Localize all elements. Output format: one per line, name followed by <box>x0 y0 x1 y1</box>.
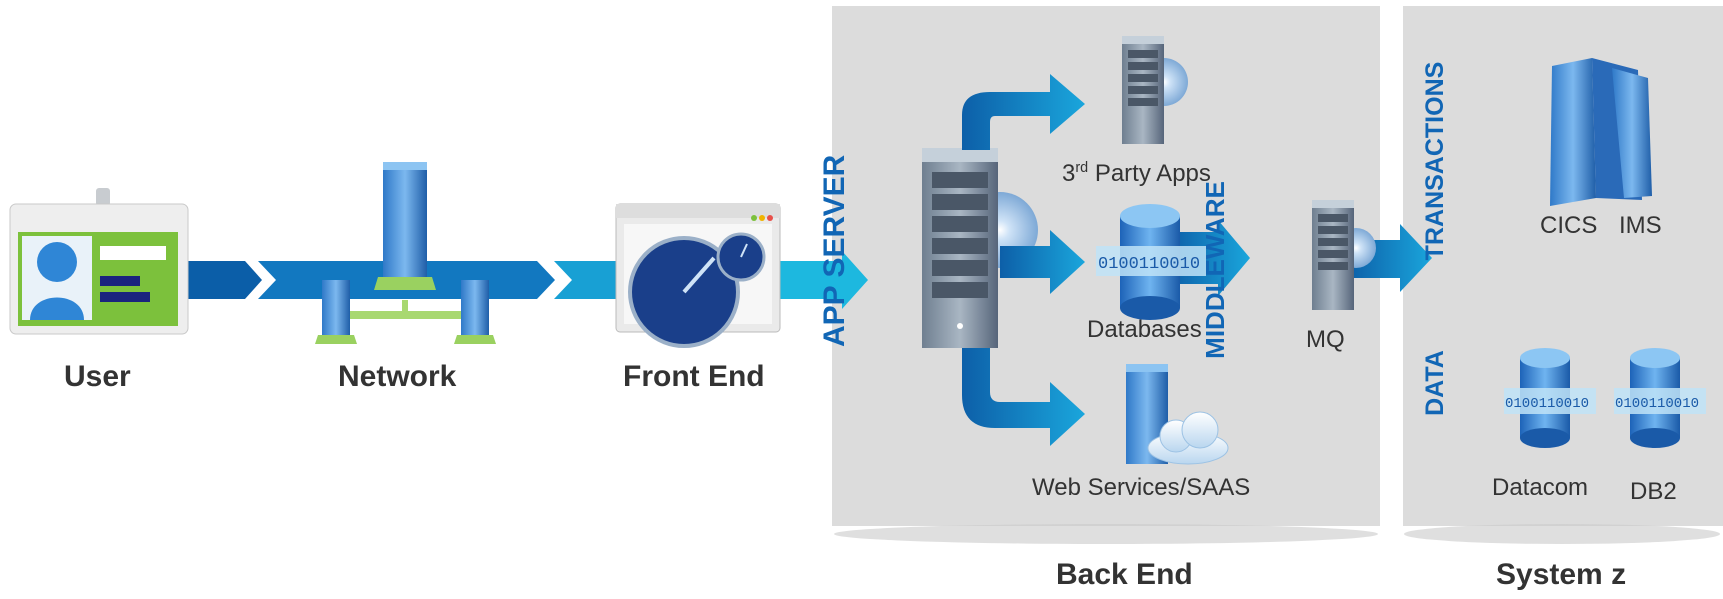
ims-label: IMS <box>1619 212 1662 239</box>
network-server-icon <box>315 162 496 344</box>
app-server-arrows <box>962 74 1432 446</box>
user-label: User <box>64 360 131 393</box>
system-z-label: System z <box>1496 558 1627 591</box>
databases-label: Databases <box>1087 316 1202 343</box>
mainframe-icon <box>1550 58 1652 206</box>
third-party-apps-label: 3rd Party Apps <box>1062 160 1211 187</box>
back-end-label: Back End <box>1056 558 1193 591</box>
mq-server-icon <box>1312 200 1376 310</box>
database-icon <box>1096 204 1206 320</box>
speedometer-window-icon <box>615 203 781 348</box>
data-label: DATA <box>1421 350 1449 416</box>
datacom-binary-label: 0100110010 <box>1505 396 1589 412</box>
third-party-server-icon <box>1122 36 1188 144</box>
db2-database-icon <box>1614 348 1706 448</box>
db2-label: DB2 <box>1630 478 1677 505</box>
system-z-panel-shadow <box>1404 524 1720 544</box>
front-end-label: Front End <box>623 360 765 393</box>
db2-binary-label: 0100110010 <box>1615 396 1699 412</box>
cics-label: CICS <box>1540 212 1598 239</box>
mq-label: MQ <box>1306 326 1345 353</box>
datacom-label: Datacom <box>1492 474 1589 501</box>
back-end-panel-shadow <box>834 524 1378 544</box>
transactions-label: TRANSACTIONS <box>1421 61 1449 261</box>
datacom-database-icon <box>1504 348 1596 448</box>
app-server-label: APP SERVER <box>818 154 851 347</box>
cloud-icon <box>1147 411 1229 465</box>
web-services-label: Web Services/SAAS <box>1032 474 1251 501</box>
middleware-label: MIDDLEWARE <box>1200 181 1230 359</box>
network-label: Network <box>338 360 457 393</box>
database-binary-label: 0100110010 <box>1098 255 1200 274</box>
id-badge-icon <box>9 188 189 335</box>
